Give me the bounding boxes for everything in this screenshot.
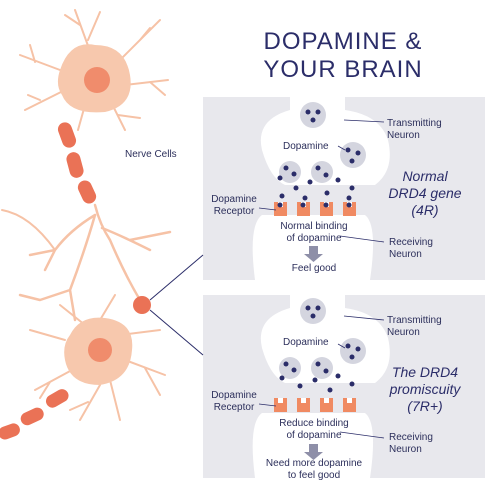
- p2-receiving-line1: Receiving: [389, 432, 433, 443]
- p2-receptor-line1: Dopamine: [211, 390, 257, 401]
- p2-receiving-label: Receiving Neuron: [389, 432, 433, 456]
- p1-transmitting-line2: Neuron: [387, 130, 420, 141]
- p1-outcome-label: Feel good: [254, 263, 374, 275]
- zoom-line-bottom: [149, 309, 204, 356]
- top-nerve-cell-dendrites: [19, 9, 169, 131]
- p1-condition-line2: DRD4 gene: [388, 185, 462, 201]
- page-title: DOPAMINE & YOUR BRAIN: [228, 28, 458, 84]
- p2-condition-line1: The DRD4: [391, 364, 459, 380]
- p1-receptor-label: Dopamine Receptor: [208, 194, 260, 218]
- p2-dopamine-label: Dopamine: [283, 337, 329, 348]
- nerve-cells-label: Nerve Cells: [125, 149, 177, 160]
- axon-terminals: [1, 203, 172, 322]
- p1-transmitting-line1: Transmitting: [387, 118, 442, 129]
- bottom-cell-nucleus: [88, 338, 112, 362]
- top-cell-nucleus: [84, 67, 110, 93]
- p1-receiving-label: Receiving Neuron: [389, 237, 433, 261]
- p2-binding-label: Reduce binding of dopamine: [266, 418, 362, 442]
- p2-receptor-line2: Receptor: [213, 402, 255, 413]
- p1-receiving-line2: Neuron: [389, 249, 422, 260]
- synapse-2: [252, 295, 390, 478]
- p2-condition-line3: (7R+): [407, 398, 443, 414]
- top-axon-myelin: [57, 122, 97, 204]
- p2-transmitting-label: Transmitting Neuron: [387, 315, 442, 339]
- p2-binding-line1: Reduce binding: [279, 418, 349, 429]
- title-line-2: YOUR BRAIN: [263, 56, 423, 83]
- synapse-highlight: [133, 296, 151, 314]
- synapse-1: [252, 97, 390, 280]
- p1-dopamine-label: Dopamine: [283, 141, 329, 152]
- bottom-nerve-cell-dendrites: [29, 294, 166, 421]
- p1-transmitting-label: Transmitting Neuron: [387, 118, 442, 142]
- p2-outcome-label: Need more dopamine to feel good: [244, 458, 384, 482]
- p1-condition-line3: (4R): [411, 202, 439, 218]
- zoom-line-top: [149, 254, 204, 301]
- p2-receptor-label: Dopamine Receptor: [208, 390, 260, 414]
- p1-binding-line1: Normal binding: [280, 221, 348, 232]
- p1-receptor-line2: Receptor: [213, 206, 255, 217]
- p2-binding-line2: of dopamine: [286, 430, 342, 441]
- p1-outcome-line1: Feel good: [291, 263, 337, 274]
- p2-outcome-line1: Need more dopamine: [265, 458, 363, 469]
- p1-binding-line2: of dopamine: [286, 233, 342, 244]
- p2-outcome-line2: to feel good: [287, 470, 341, 481]
- p2-transmitting-line2: Neuron: [387, 327, 420, 338]
- bottom-axon-myelin: [0, 389, 69, 440]
- p1-condition: Normal DRD4 gene (4R): [370, 168, 480, 219]
- p2-condition-line2: promiscuity: [389, 381, 461, 397]
- p1-condition-line1: Normal: [402, 168, 448, 184]
- p2-transmitting-line1: Transmitting: [387, 315, 442, 326]
- p2-receiving-line2: Neuron: [389, 444, 422, 455]
- p1-receiving-line1: Receiving: [389, 237, 433, 248]
- p1-binding-label: Normal binding of dopamine: [266, 221, 362, 245]
- p2-condition: The DRD4 promiscuity (7R+): [370, 364, 480, 415]
- p1-receptor-line1: Dopamine: [211, 194, 257, 205]
- title-line-1: DOPAMINE &: [263, 28, 423, 55]
